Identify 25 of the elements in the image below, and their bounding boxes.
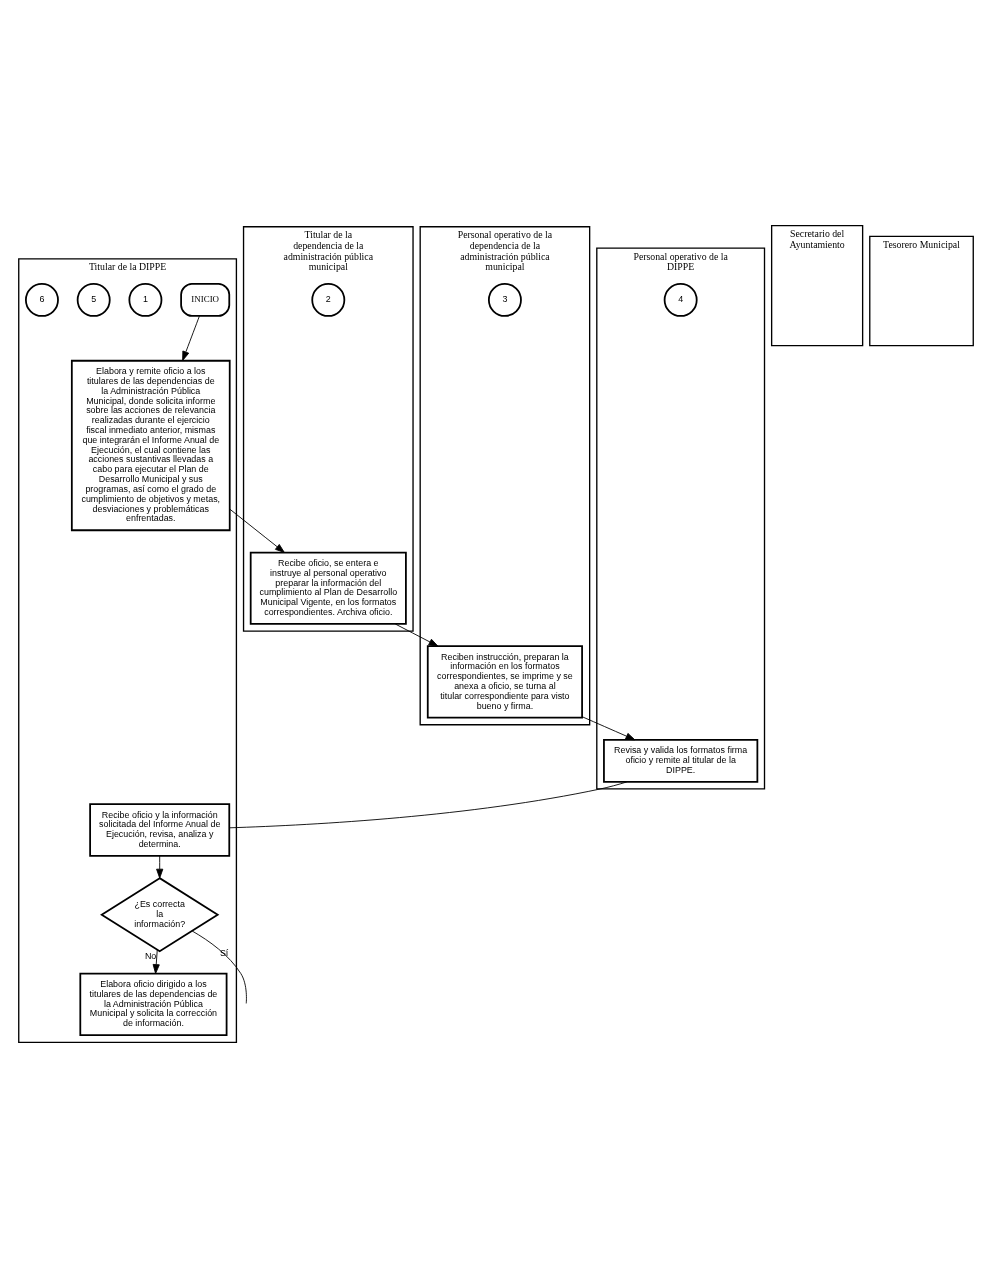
arrow xyxy=(229,508,285,553)
node-box: Tesorero Municipal xyxy=(869,235,974,347)
node-box: Recibe oficio y la información solicitada del Informe Anual de Ejecución, revisa, analiza y determina. xyxy=(89,803,231,857)
connector xyxy=(191,930,247,1004)
arrow xyxy=(182,315,200,361)
node-circle: 6 xyxy=(25,283,59,317)
node-circle: 3 xyxy=(487,283,522,317)
connector xyxy=(229,781,628,829)
node-box: Elabora oficio dirigido a los titulares de las dependencias de la Administración Pública Municipal y solicita la corrección de información. xyxy=(79,972,228,1037)
node-box: INICIO xyxy=(180,283,231,317)
arrow xyxy=(394,623,439,647)
arrow xyxy=(156,855,164,879)
node-circle: 1 xyxy=(128,283,163,317)
node-diamond: ¿Es correcta la información? xyxy=(100,877,220,953)
node-box: Revisa y valida los formatos firma oficio y remite al titular de la DIPPE. xyxy=(603,739,759,783)
node-box: Secretario del Ayuntamiento xyxy=(771,225,864,347)
node-circle: 2 xyxy=(311,283,346,317)
node-box: Recibe oficio, se entera e instruye al personal operativo preparar la información del cumplimiento al Plan de Desarrollo Municipal Vigente, en los formatos correspondientes. Archiva oficio. xyxy=(249,551,407,625)
node-circle: 5 xyxy=(76,283,111,317)
node-box: Elabora y remite oficio a los titulares de las dependencias de la Administración Pública Municipal, donde solicita informe sobre las acciones de relevancia realizadas durante el ejercicio fiscal inmediato anterior, mismas que integrarán el Informe Anual de Ejecución, el cual contiene las acciones sustantivas llevadas a cabo para ejecutar el Plan de Desarrollo Municipal y sus programas, así como el grado de cumplimiento de objetivos y metas, desviaciones y problemáticas enfrentadas. xyxy=(70,359,231,532)
node-box: Reciben instrucción, preparan la información en los formatos correspondientes, se imprime y se anexa a oficio, se turna al titular correspondiente para visto bueno y firma. xyxy=(426,645,583,719)
arrow xyxy=(152,949,160,974)
edge-label: No xyxy=(144,950,157,961)
arrow xyxy=(581,716,636,741)
node-circle: 4 xyxy=(663,283,698,317)
